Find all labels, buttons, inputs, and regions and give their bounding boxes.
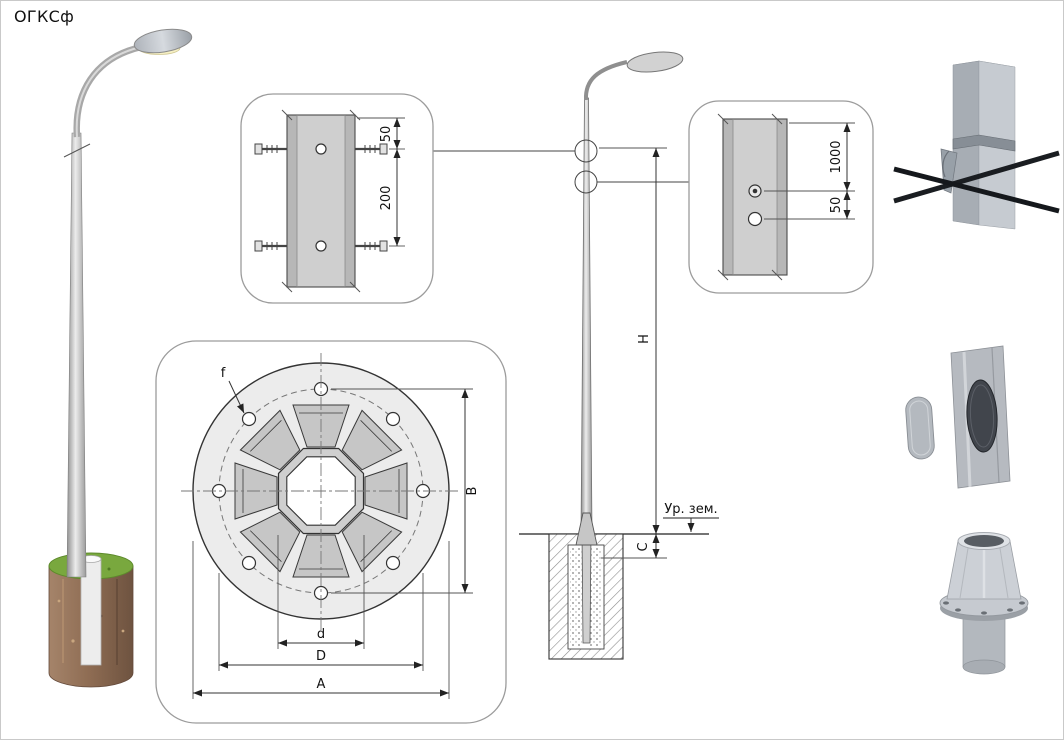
dim-label-C: C xyxy=(636,542,651,551)
door-opening xyxy=(966,379,998,453)
cable-hole xyxy=(747,211,763,227)
bolt-right-bottom xyxy=(355,240,388,252)
detail-box-joint: 50 200 xyxy=(240,93,434,304)
dim-label-D: D xyxy=(316,649,326,664)
dim-label-50: 50 xyxy=(379,126,394,143)
detail-box-cable-entry: 1000 50 xyxy=(688,100,874,294)
dim-label-50: 50 xyxy=(829,197,844,214)
dim-label-H: H xyxy=(637,334,652,344)
lamp-head xyxy=(133,28,193,54)
break-marks xyxy=(281,109,361,293)
dim-label-1000: 1000 xyxy=(829,140,844,173)
bolt-left-top xyxy=(254,143,287,155)
detail-marker-bottom xyxy=(574,170,598,194)
label-f: f xyxy=(221,366,226,381)
bolt-hole xyxy=(315,143,327,155)
elevation-pole xyxy=(580,97,593,535)
dim-label-d: d xyxy=(317,627,325,642)
cable-1 xyxy=(893,150,1060,204)
bolt-left-bottom xyxy=(254,240,287,252)
flange-dim-A: A xyxy=(192,541,450,699)
dim-label-B: B xyxy=(465,487,480,496)
pole-section xyxy=(286,114,356,288)
pole-shoe-flare xyxy=(575,512,598,546)
elevation-lamp-head xyxy=(626,51,684,73)
page-title: ОГКСф xyxy=(14,7,75,26)
bolt-right-top xyxy=(355,143,388,155)
cable-2 xyxy=(893,166,1060,214)
pole-weld-mark xyxy=(63,143,91,158)
pole-section xyxy=(722,118,788,276)
dim-label-A: A xyxy=(317,677,326,692)
door-cover-plate xyxy=(905,396,935,460)
cable-entry-dimensions: 1000 50 xyxy=(764,122,855,220)
elevation-dim-H: H xyxy=(599,147,667,534)
flange-dim-D: D xyxy=(218,573,424,671)
pole-shaft xyxy=(66,132,87,578)
break-marks xyxy=(717,113,783,281)
flange-dim-d: d xyxy=(277,535,365,649)
detail-box-flange: f B d D xyxy=(155,340,507,724)
render-base-shoe xyxy=(939,532,1029,675)
render-cable-clamp xyxy=(893,60,1060,230)
elevation-arm xyxy=(583,60,628,101)
dim-label-200: 200 xyxy=(379,186,394,211)
shoe-top-opening xyxy=(964,535,1004,547)
detail-callout-lines xyxy=(433,150,689,183)
elevation-view: Ур. зем. H C xyxy=(519,51,719,660)
hole-callout: f xyxy=(221,366,245,414)
gusset-plates xyxy=(234,404,408,578)
joint-dimensions: 50 200 xyxy=(357,117,405,247)
detail-marker-top xyxy=(574,139,598,163)
clamp-band xyxy=(952,134,1016,152)
bolt-hole xyxy=(315,240,327,252)
label-ground: Ур. зем. xyxy=(664,502,717,517)
pole-embedded xyxy=(581,533,592,644)
elevation-dim-C: C xyxy=(601,534,667,559)
shoe-flange-holes xyxy=(943,594,1025,615)
pole-3d-render xyxy=(48,28,193,688)
render-access-door xyxy=(905,345,1011,489)
ground-level-label: Ур. зем. xyxy=(663,502,719,532)
